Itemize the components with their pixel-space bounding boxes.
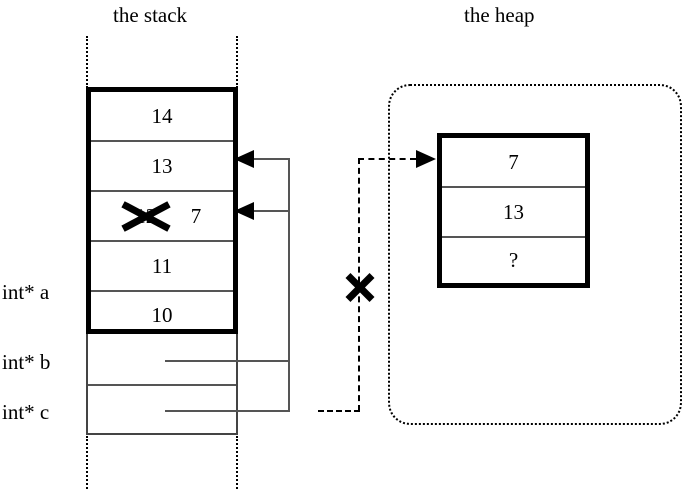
stack-cell-struck: 12 7 [91, 190, 233, 240]
stale-pointer-arrowhead [416, 150, 436, 168]
heap-cell-value: ? [508, 248, 519, 272]
variable-label-a: int* a [2, 280, 50, 304]
pointer-b-wire-top [253, 210, 290, 212]
stack-free-frame [86, 334, 238, 435]
replacement-value: 7 [190, 203, 202, 228]
stack-cell-11: 11 [91, 240, 233, 290]
stack-guide-right-bottom [236, 436, 238, 489]
pointer-b-wire-vertical [288, 210, 290, 362]
heap-cell-value: 7 [508, 149, 519, 174]
heap-region-boundary [388, 84, 682, 425]
heap-cell-value: 13 [503, 199, 524, 224]
struck-value-group: 12 [121, 200, 171, 232]
heap-cell-1: 13 [442, 186, 585, 236]
stack-cell-c [88, 384, 236, 433]
stack-guide-right-top [236, 36, 238, 88]
stack-cell-b [88, 334, 236, 384]
pointer-c-wire-horizontal [165, 410, 290, 412]
stack-cell-value: 11 [151, 253, 173, 278]
stack-guide-left-bottom [86, 436, 88, 489]
stack-guide-left-top [86, 36, 88, 88]
variable-label-c: int* c [2, 400, 50, 424]
pointer-b-arrowhead [234, 202, 254, 220]
invalid-pointer-x-icon [345, 272, 375, 302]
heap-block: 7 13 ? [437, 133, 590, 288]
stack-allocated-frame: 14 13 12 7 11 10 [86, 87, 238, 334]
stack-cell-10: 10 [91, 290, 233, 339]
heap-cell-2: ? [442, 236, 585, 283]
heap-cell-0: 7 [442, 138, 585, 186]
stale-pointer-dash-top [358, 158, 416, 160]
stack-cell-13: 13 [91, 140, 233, 190]
variable-label-b: int* b [2, 350, 51, 374]
pointer-b-wire-horizontal [165, 360, 288, 362]
stack-cell-value: 14 [151, 103, 173, 128]
pointer-c-arrowhead [234, 150, 254, 168]
heap-title: the heap [464, 3, 535, 27]
stack-cell-value: 10 [151, 303, 173, 327]
stack-cell-value: 13 [151, 153, 173, 178]
stale-pointer-dash-bottom [318, 410, 360, 412]
pointer-c-wire-top [253, 158, 290, 160]
stack-cell-14: 14 [91, 92, 233, 140]
stack-title: the stack [113, 3, 188, 27]
